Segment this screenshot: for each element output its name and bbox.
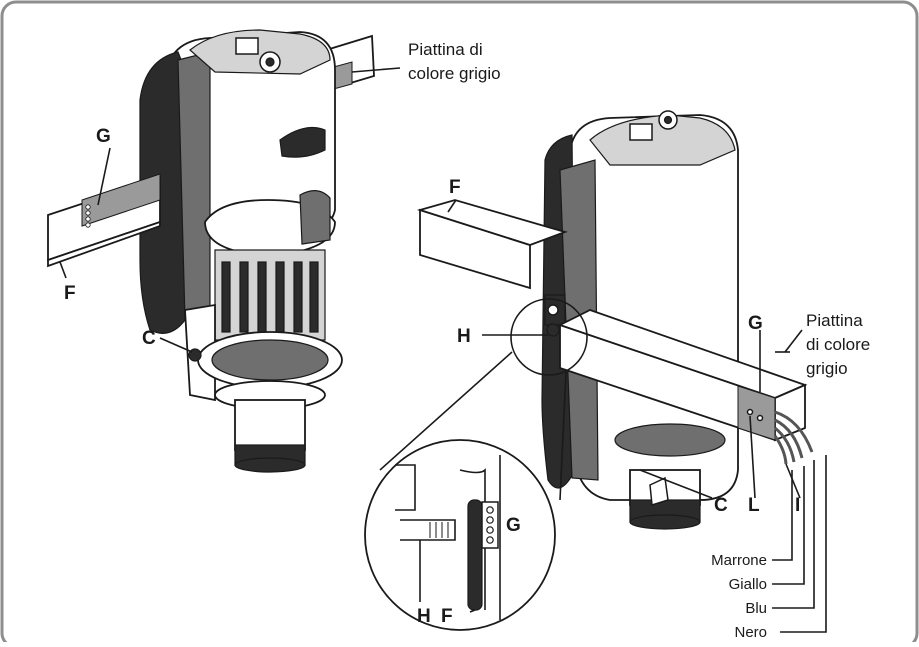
- label-G-right: G: [748, 313, 763, 334]
- right-grey-strip: [737, 385, 776, 441]
- label-C-right: C: [714, 495, 728, 516]
- wire-label-marrone: Marrone: [711, 552, 767, 569]
- label-strip-left-line1: Piattina di: [408, 40, 483, 59]
- label-C-left: C: [142, 328, 156, 349]
- detail-magnifier: [364, 439, 556, 631]
- label-F-detail: F: [441, 606, 453, 627]
- label-G-detail: G: [506, 515, 521, 536]
- wire-label-blu: Blu: [745, 600, 767, 617]
- label-strip-left-line2: colore grigio: [408, 64, 501, 83]
- wire-label-giallo: Giallo: [729, 576, 767, 593]
- label-strip-right-line2: di colore: [806, 335, 870, 354]
- label-G-left: G: [96, 126, 111, 147]
- label-strip-right-line1: Piattina: [806, 311, 863, 330]
- label-H-right: H: [457, 326, 471, 347]
- left-grey-strip-front: [81, 173, 161, 227]
- wire-label-nero: Nero: [734, 624, 767, 641]
- left-unit: [47, 29, 375, 473]
- label-I: I: [795, 495, 800, 516]
- wire-bundle: [773, 410, 814, 465]
- right-unit: [416, 110, 814, 530]
- label-F-left: F: [64, 283, 76, 304]
- label-strip-right-line3: grigio: [806, 359, 848, 378]
- label-F-right: F: [449, 177, 461, 198]
- label-H-detail: H: [417, 606, 431, 627]
- label-L: L: [748, 495, 760, 516]
